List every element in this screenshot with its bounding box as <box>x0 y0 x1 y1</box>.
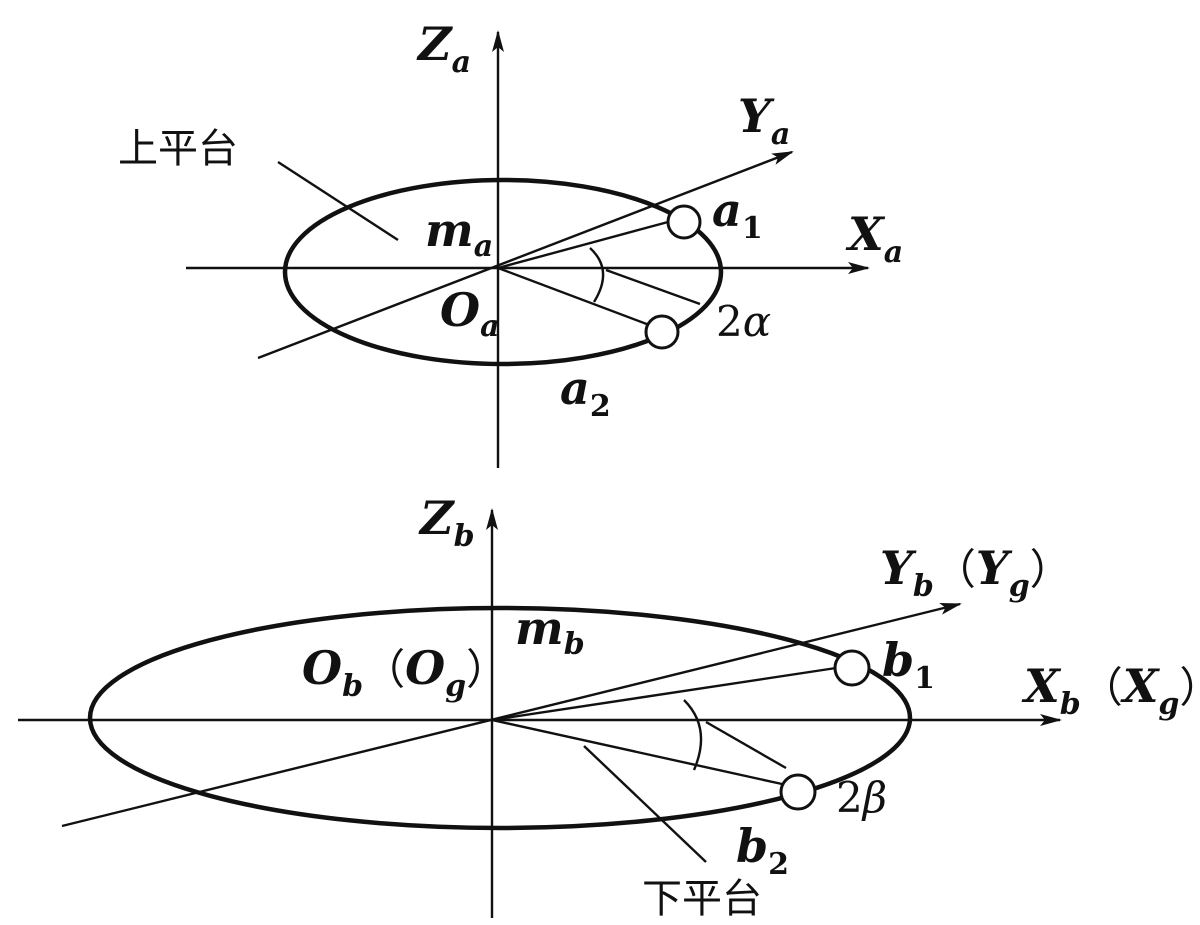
bottom-joint-1-ball <box>833 649 871 687</box>
bottom-platform-label: 下平台 <box>642 876 762 922</box>
top-angle-arc <box>589 247 605 303</box>
top-joint-1-label: a1 <box>712 183 763 246</box>
bottom-joint-2-ball <box>779 773 817 811</box>
top-y-label: Ya <box>738 89 790 152</box>
top-platform: 上平台 Za Ya Xa ma Oa a1 a2 2α <box>118 17 903 468</box>
bottom-center-label: mb <box>515 601 585 662</box>
top-arm-1 <box>497 220 669 270</box>
top-center-label: ma <box>425 203 493 264</box>
bottom-platform: Zb Yb（Yg） Xb（Xg） mb Ob（Og） b1 b2 2β 下平台 <box>18 491 1200 922</box>
top-angle-label: 2α <box>716 297 771 346</box>
top-x-label: Xa <box>845 207 903 270</box>
top-joint-1-ball <box>666 204 702 240</box>
top-angle-leader <box>605 268 701 306</box>
bottom-angle-leader <box>705 720 787 770</box>
top-origin-label: Oa <box>440 283 500 344</box>
top-platform-leader <box>277 160 399 242</box>
top-arm-2 <box>497 266 653 328</box>
bottom-platform-leader <box>583 745 707 863</box>
bottom-arm-2 <box>491 718 783 786</box>
top-joint-2-label: a2 <box>560 361 611 424</box>
bottom-z-label: Zb <box>418 491 475 554</box>
bottom-joint-1-label: b1 <box>882 633 935 696</box>
bottom-platform-ellipse <box>87 605 913 831</box>
top-joint-2-ball <box>644 314 680 350</box>
bottom-angle-arc <box>683 699 703 771</box>
top-platform-label: 上平台 <box>118 126 238 172</box>
bottom-angle-label: 2β <box>836 773 887 822</box>
bottom-y-axis <box>61 602 962 828</box>
bottom-y-label: Yb（Yg） <box>880 541 1072 604</box>
bottom-x-label: Xb（Xg） <box>1021 659 1200 722</box>
bottom-joint-2-label: b2 <box>736 819 789 882</box>
top-y-axis <box>257 150 794 360</box>
top-z-label: Za <box>416 17 471 80</box>
bottom-origin-label: Ob（Og） <box>302 641 508 704</box>
top-platform-ellipse <box>282 177 724 367</box>
bottom-arm-1 <box>491 666 837 722</box>
